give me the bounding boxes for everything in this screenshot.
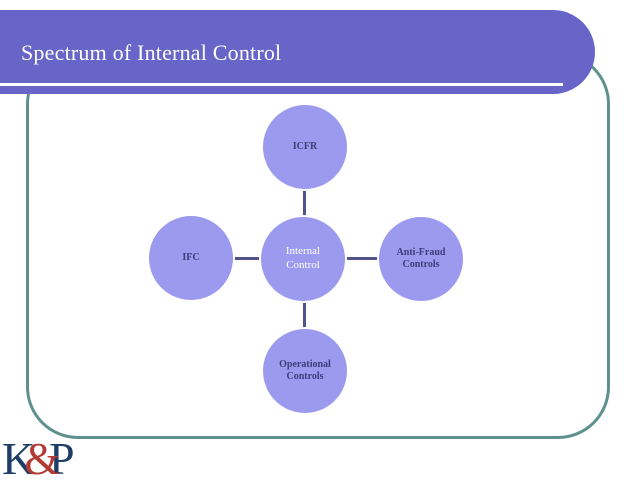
node-label: IFC [182, 251, 200, 263]
node-label: Operational Controls [279, 358, 331, 383]
logo-letter-k: K [2, 433, 36, 484]
diagram-node-operational-controls: Operational Controls [261, 327, 349, 415]
slide-header-bar: Spectrum of Internal Control [0, 10, 595, 94]
header-underline [0, 83, 563, 86]
node-label: ICFR [292, 140, 318, 152]
diagram-node-ifc: IFC [147, 214, 235, 302]
kp-logo: K & P [2, 436, 75, 482]
diagram-node-internal-control: Internal Control [259, 215, 347, 303]
node-label: Anti-Fraud Controls [396, 246, 446, 271]
node-label: Internal Control [285, 245, 321, 271]
slide-title: Spectrum of Internal Control [21, 40, 282, 65]
diagram-node-anti-fraud-controls: Anti-Fraud Controls [377, 215, 465, 303]
logo-ampersand: & [24, 433, 61, 484]
diagram-node-icfr: ICFR [261, 103, 349, 191]
logo-letter-p: P [49, 433, 75, 484]
